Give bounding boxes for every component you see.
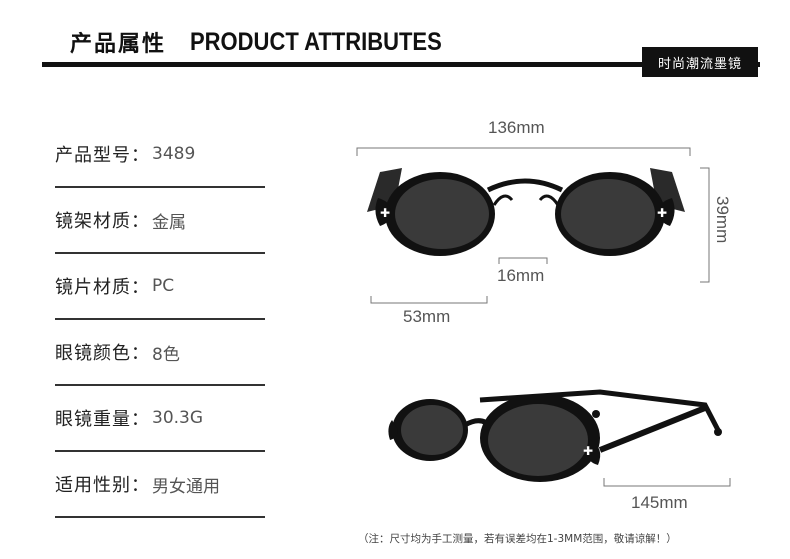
attribute-value: 30.3G (152, 408, 204, 428)
lens-width-bracket (370, 296, 488, 304)
attribute-label: 适用性别： (55, 475, 150, 496)
attribute-value: 3489 (152, 144, 196, 164)
temple-arm-front (598, 405, 707, 453)
dimension-lens-height: 39mm (713, 196, 732, 244)
header-divider (42, 62, 760, 67)
attribute-row-weight: 眼镜重量： 30.3G (55, 386, 265, 452)
temple-length-bracket (603, 478, 731, 487)
measurement-note: （注：尺寸均为手工测量，若有误差均在1-3MM范围，敬请谅解！） (358, 533, 677, 545)
attribute-list: 产品型号： 3489 镜架材质： 金属 镜片材质： PC 眼镜颜色： 8色 眼镜… (55, 122, 265, 518)
side-right-lens (488, 404, 588, 476)
attribute-row-gender: 适用性别： 男女通用 (55, 452, 265, 518)
attribute-row-frame-material: 镜架材质： 金属 (55, 188, 265, 254)
attribute-value: 金属 (152, 212, 186, 233)
attribute-label: 眼镜颜色： (55, 343, 150, 364)
attribute-value: 男女通用 (152, 476, 220, 497)
dimension-temple-length: 145mm (631, 493, 688, 512)
attribute-label: 眼镜重量： (55, 409, 150, 430)
attribute-row-lens-material: 镜片材质： PC (55, 254, 265, 320)
attribute-row-color: 眼镜颜色： 8色 (55, 320, 265, 386)
bridge-bracket (498, 257, 548, 264)
right-lens (561, 179, 655, 249)
dimension-lines (356, 147, 731, 487)
cross-ornament-icon: ✚ (380, 206, 390, 220)
glasses-side-view: ✚ (388, 389, 722, 482)
header-title-en: PRODUCT ATTRIBUTES (190, 28, 442, 56)
side-left-lens (401, 405, 463, 455)
attribute-value: 8色 (152, 344, 180, 365)
attribute-label: 镜架材质： (55, 211, 150, 232)
attribute-label: 产品型号： (55, 145, 150, 166)
attribute-row-model: 产品型号： 3489 (55, 122, 265, 188)
header-title-cn: 产品属性 (70, 32, 167, 57)
lens-height-bracket (700, 167, 710, 283)
glasses-front-view: ✚ ✚ (367, 168, 685, 256)
total-width-bracket (356, 147, 691, 156)
attribute-value: PC (152, 276, 175, 296)
cross-ornament-icon: ✚ (583, 444, 593, 458)
attribute-label: 镜片材质： (55, 277, 150, 298)
category-badge: 时尚潮流墨镜 (642, 47, 758, 77)
cross-ornament-icon: ✚ (657, 206, 667, 220)
bridge-bar (486, 178, 564, 193)
dimension-total-width: 136mm (488, 118, 545, 137)
left-lens (395, 179, 489, 249)
dimension-lens-width: 53mm (403, 307, 451, 326)
dimension-bridge: 16mm (497, 266, 545, 285)
